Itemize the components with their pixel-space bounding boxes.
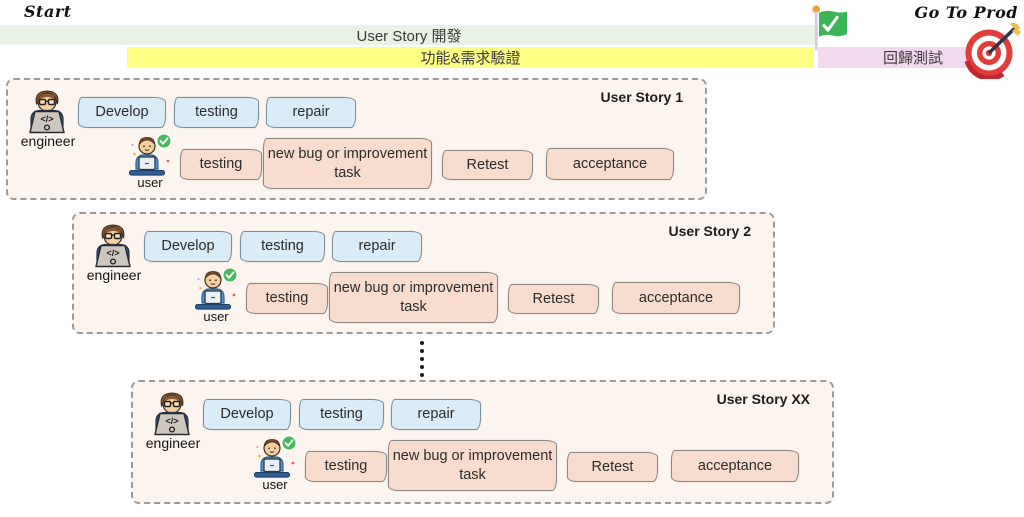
- user-avatar-icon: [129, 132, 173, 176]
- user-avatar-icon: [195, 266, 239, 310]
- banner-function-requirement-verify: 功能&需求驗證: [127, 47, 814, 68]
- engineer-label: engineer: [145, 435, 201, 451]
- user-avatar-icon: [254, 434, 298, 478]
- task-testing-user: testing: [180, 149, 262, 180]
- engineer-label: engineer: [20, 133, 76, 149]
- banner-user-story-dev: User Story 開發: [0, 25, 818, 45]
- banner-user-story-dev-label: User Story 開發: [356, 27, 462, 45]
- continuation-dotted-line: [420, 341, 424, 377]
- user-label: user: [262, 477, 288, 492]
- user-label: user: [203, 309, 229, 324]
- svg-text:</>: </>: [165, 416, 178, 426]
- task-acceptance: acceptance: [671, 450, 799, 482]
- user-story-1-container: User Story 1 </> engineer Develop testin…: [6, 78, 707, 200]
- banner-regression-test: 回歸測試: [818, 47, 1008, 68]
- user-label: user: [137, 175, 163, 190]
- user-story-2-container: User Story 2 </> engineer Develop testin…: [72, 212, 775, 334]
- user-story-xx-title: User Story XX: [716, 391, 810, 407]
- engineer-avatar-icon: </>: [95, 224, 131, 268]
- user-story-1-title: User Story 1: [600, 89, 683, 105]
- engineer-avatar-icon: </>: [29, 90, 65, 134]
- task-acceptance: acceptance: [612, 282, 740, 314]
- banner-function-requirement-verify-label: 功能&需求驗證: [420, 50, 521, 67]
- goal-flag-icon: [812, 5, 847, 51]
- task-new-bug-improvement: new bug or improvement task: [329, 272, 498, 323]
- task-repair: repair: [332, 231, 422, 262]
- task-testing-user: testing: [246, 283, 328, 314]
- banner-regression-test-label: 回歸測試: [882, 50, 943, 67]
- task-new-bug-improvement: new bug or improvement task: [263, 138, 432, 189]
- engineer-avatar-icon: </>: [154, 392, 190, 436]
- task-testing-engineer: testing: [299, 399, 384, 430]
- task-develop: Develop: [144, 231, 232, 262]
- task-develop: Develop: [203, 399, 291, 430]
- svg-text:</>: </>: [106, 248, 119, 258]
- task-retest: Retest: [442, 150, 533, 180]
- task-develop: Develop: [78, 97, 166, 128]
- dartboard-target-icon: [964, 23, 1021, 79]
- task-repair: repair: [391, 399, 481, 430]
- task-new-bug-improvement: new bug or improvement task: [388, 440, 557, 491]
- task-acceptance: acceptance: [546, 148, 674, 180]
- engineer-label: engineer: [86, 267, 142, 283]
- task-testing-user: testing: [305, 451, 387, 482]
- svg-text:</>: </>: [40, 114, 53, 124]
- user-story-xx-container: User Story XX </> engineer Develop testi…: [131, 380, 834, 504]
- start-label: Start: [24, 2, 72, 21]
- go-to-prod-label: Go To Prod: [914, 3, 1018, 22]
- task-repair: repair: [266, 97, 356, 128]
- user-story-2-title: User Story 2: [668, 223, 751, 239]
- task-retest: Retest: [567, 452, 658, 482]
- task-retest: Retest: [508, 284, 599, 314]
- task-testing-engineer: testing: [174, 97, 259, 128]
- task-testing-engineer: testing: [240, 231, 325, 262]
